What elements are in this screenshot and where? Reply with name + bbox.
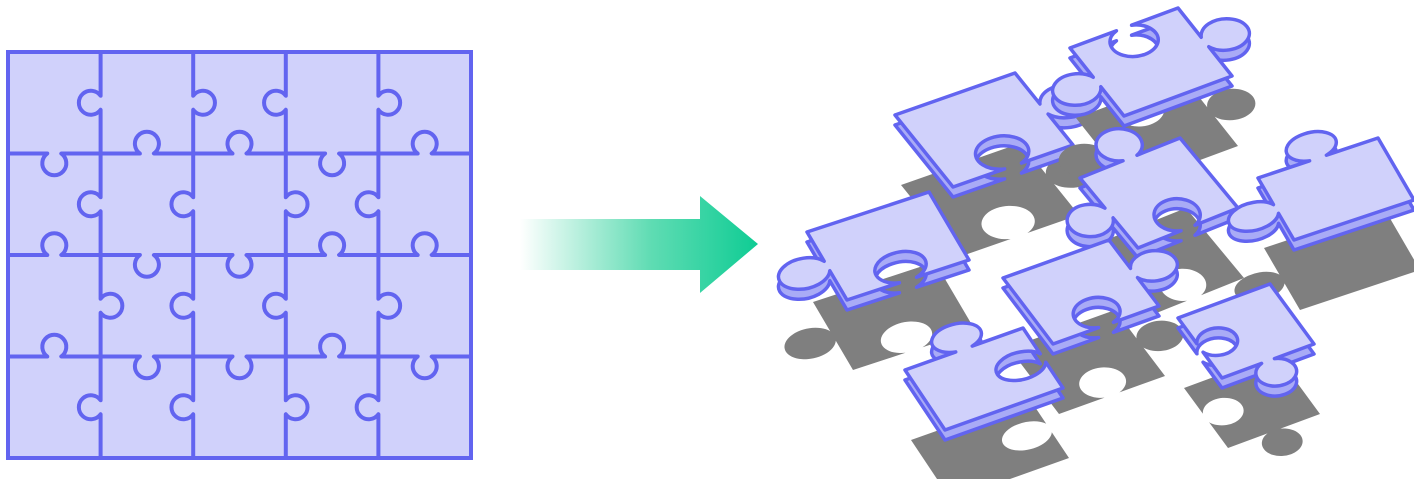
scattered-puzzle-pieces <box>760 0 1414 479</box>
puzzle-seam-vertical <box>376 52 403 154</box>
puzzle-seam-vertical <box>76 153 103 255</box>
puzzle-seam-horizontal <box>193 129 286 156</box>
puzzle-seam-horizontal <box>100 354 194 381</box>
puzzle-piece-icon <box>890 305 1069 479</box>
puzzle-piece-icon <box>1028 0 1280 201</box>
puzzle-seam-horizontal <box>285 151 379 178</box>
puzzle-seam-vertical <box>191 52 217 154</box>
puzzle-seam-horizontal <box>378 231 471 257</box>
piece-top <box>1178 284 1331 401</box>
puzzle-seam-vertical <box>169 255 196 357</box>
piece-top <box>760 192 969 315</box>
piece-top <box>1198 114 1414 256</box>
puzzle-seam-vertical <box>169 153 196 255</box>
puzzle-piece-icon <box>1019 111 1244 334</box>
puzzle-seam-vertical <box>376 255 403 357</box>
piece-shadow <box>1058 78 1256 186</box>
puzzle-seam-vertical <box>354 153 381 255</box>
puzzle-piece-icon <box>1198 114 1414 326</box>
puzzle-piece-icon <box>1178 284 1337 471</box>
puzzle-seam-horizontal <box>378 129 471 156</box>
puzzle-piece-icon <box>760 192 975 385</box>
puzzle-seam-vertical <box>169 356 196 458</box>
puzzle-seam-horizontal <box>8 231 101 257</box>
puzzle-seam-vertical <box>76 356 103 458</box>
puzzle-seam-horizontal <box>193 354 286 381</box>
piece-top <box>1028 0 1274 131</box>
puzzle-seam-vertical <box>354 356 381 458</box>
piece-shadow <box>784 262 975 370</box>
arrow-body <box>520 196 758 293</box>
puzzle-seam-vertical <box>283 356 310 458</box>
puzzle-seam-horizontal <box>100 129 194 156</box>
piece-top <box>1019 111 1238 264</box>
arrow-right-icon <box>520 196 758 293</box>
puzzle-seam-vertical <box>262 255 288 357</box>
puzzle-seam-horizontal <box>378 354 471 381</box>
puzzle-seam-horizontal <box>193 253 286 279</box>
piece-top <box>890 305 1063 430</box>
piece-shadow <box>1234 201 1414 310</box>
puzzle-seam-horizontal <box>285 231 379 257</box>
puzzle-seam-horizontal <box>8 151 101 178</box>
puzzle-seam-horizontal <box>285 332 379 359</box>
puzzle-seam-vertical <box>76 52 103 154</box>
piece-top <box>1003 225 1200 344</box>
puzzle-seam-horizontal <box>8 332 101 359</box>
puzzle-seam-horizontal <box>100 253 194 279</box>
assembled-puzzle <box>6 50 473 460</box>
puzzle-seam-vertical <box>283 153 310 255</box>
puzzle-piece-icon <box>1003 225 1206 414</box>
puzzle-seam-vertical <box>98 255 125 357</box>
puzzle-seam-vertical <box>262 52 288 154</box>
